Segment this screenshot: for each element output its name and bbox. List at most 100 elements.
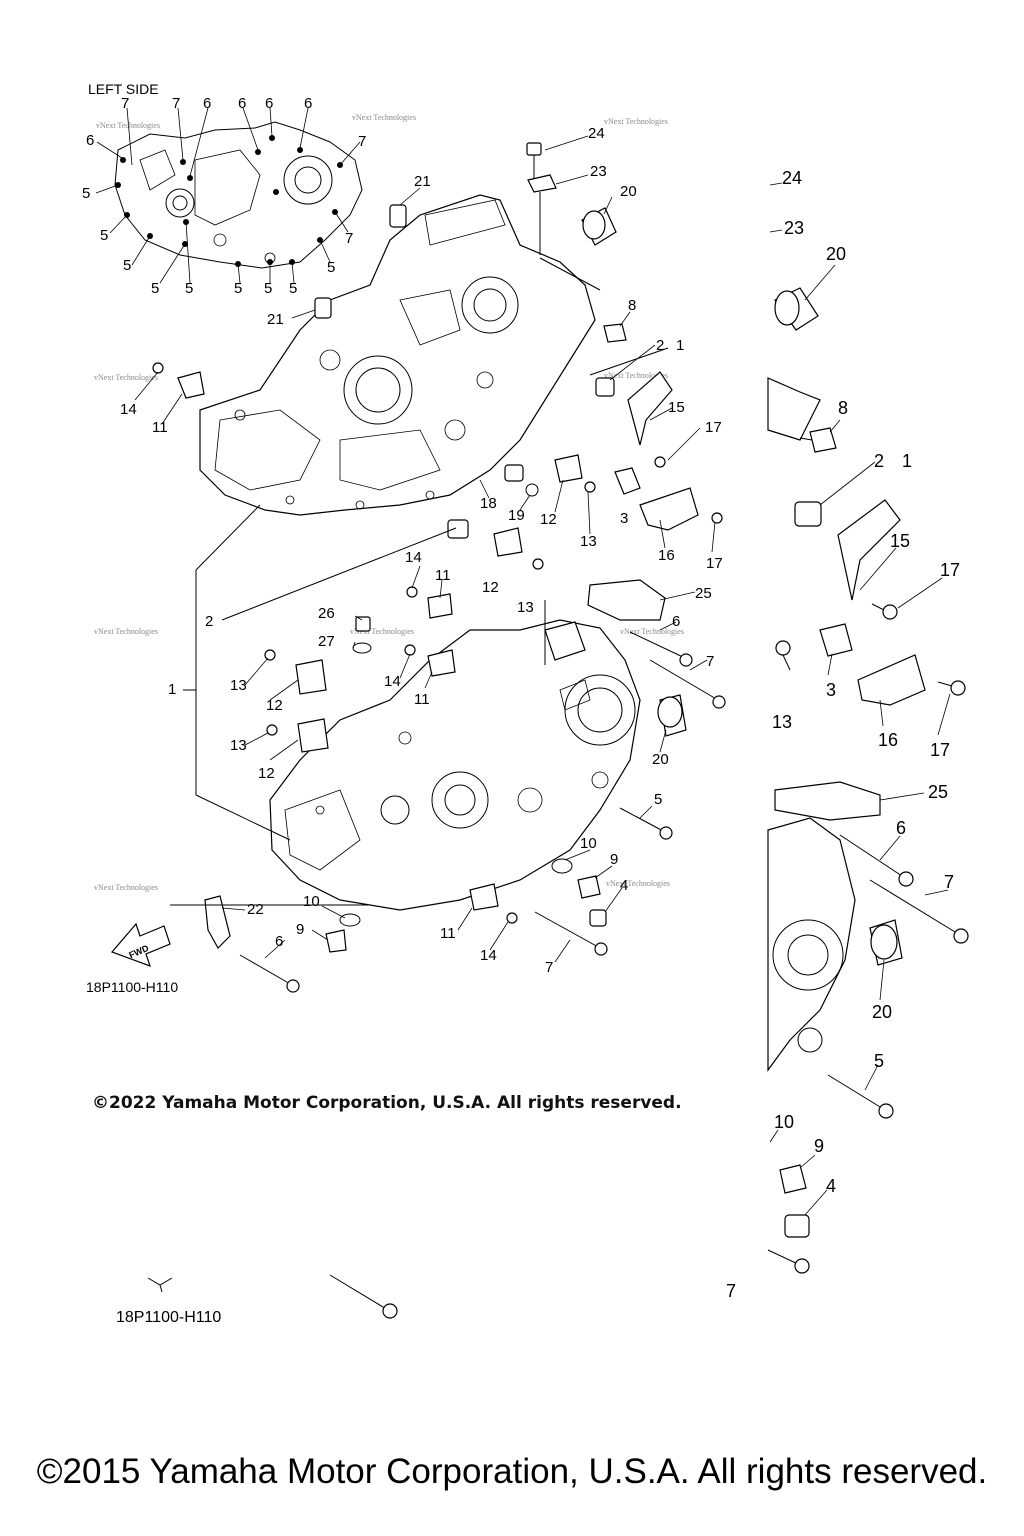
callout-4: 4 xyxy=(620,877,628,894)
reference-code: 18P1100-H110 xyxy=(86,979,178,995)
svg-text:25: 25 xyxy=(928,782,948,802)
callout-9b: 9 xyxy=(296,921,304,938)
callout-20b: 20 xyxy=(652,751,669,768)
callout-5: 5 xyxy=(654,791,662,808)
callout-25: 25 xyxy=(695,585,712,602)
svg-text:7: 7 xyxy=(121,95,129,112)
callout-10: 10 xyxy=(580,835,597,852)
callout-1: 1 xyxy=(676,337,684,354)
svg-text:5: 5 xyxy=(234,280,242,297)
callout-21: 21 xyxy=(414,173,431,190)
small-parts xyxy=(152,142,726,993)
svg-text:vNext Technologies: vNext Technologies xyxy=(606,879,670,888)
callout-9: 9 xyxy=(610,851,618,868)
svg-text:20: 20 xyxy=(826,244,846,264)
right-crop-leaders xyxy=(769,182,951,1216)
callout-12b: 12 xyxy=(482,579,499,596)
svg-text:vNext Technologies: vNext Technologies xyxy=(620,627,684,636)
callout-11: 11 xyxy=(152,419,168,436)
left-side-label: LEFT SIDE xyxy=(88,81,159,97)
callout-16: 16 xyxy=(658,547,675,564)
callout-26: 26 xyxy=(318,605,335,622)
callout-13b: 13 xyxy=(517,599,534,616)
assembly-lines xyxy=(170,257,669,906)
svg-text:vNext Technologies: vNext Technologies xyxy=(94,627,158,636)
callout-17: 17 xyxy=(705,419,722,436)
callout-7b: 7 xyxy=(545,959,553,976)
svg-text:7: 7 xyxy=(358,133,366,150)
callout-11b: 11 xyxy=(435,567,451,584)
svg-text:7: 7 xyxy=(172,95,180,112)
svg-text:6: 6 xyxy=(304,95,312,112)
svg-text:3: 3 xyxy=(826,680,836,700)
callout-11d: 11 xyxy=(440,925,456,942)
svg-text:17: 17 xyxy=(930,740,950,760)
svg-text:23: 23 xyxy=(784,218,804,238)
svg-text:7: 7 xyxy=(726,1281,736,1301)
svg-text:7: 7 xyxy=(944,872,954,892)
callout-6: 6 xyxy=(672,613,680,630)
callout-23: 23 xyxy=(590,163,607,180)
callout-27: 27 xyxy=(318,633,335,650)
callout-14c: 14 xyxy=(384,673,401,690)
svg-text:9: 9 xyxy=(814,1136,824,1156)
svg-text:6: 6 xyxy=(265,95,273,112)
callout-14: 14 xyxy=(120,401,137,418)
callout-2b: 2 xyxy=(205,613,213,630)
right-crop-callouts: 24 23 20 8 2 1 15 17 3 13 16 17 25 6 7 2… xyxy=(726,168,960,1301)
upper-crankcase xyxy=(199,194,596,516)
callout-3: 3 xyxy=(620,510,628,527)
svg-text:1: 1 xyxy=(902,451,912,471)
svg-text:20: 20 xyxy=(872,1002,892,1022)
callout-20: 20 xyxy=(620,183,637,200)
callout-24: 24 xyxy=(588,125,605,142)
svg-text:24: 24 xyxy=(782,168,802,188)
svg-text:5: 5 xyxy=(100,227,108,244)
part-callouts: 24 23 21 20 8 2 1 21 14 11 15 17 3 18 19… xyxy=(120,125,723,976)
callout-12c: 12 xyxy=(266,697,283,714)
svg-text:13: 13 xyxy=(772,712,792,732)
leaders xyxy=(134,135,716,963)
svg-text:17: 17 xyxy=(940,560,960,580)
svg-text:5: 5 xyxy=(264,280,272,297)
fwd-arrow-icon: FWD xyxy=(110,922,171,967)
callout-13d: 13 xyxy=(230,737,247,754)
callout-2: 2 xyxy=(656,337,664,354)
callout-10b: 10 xyxy=(303,893,320,910)
svg-text:6: 6 xyxy=(238,95,246,112)
svg-text:6: 6 xyxy=(896,818,906,838)
callout-19: 19 xyxy=(508,507,525,524)
callout-7: 7 xyxy=(706,653,714,670)
svg-text:vNext Technologies: vNext Technologies xyxy=(350,627,414,636)
svg-text:5: 5 xyxy=(151,280,159,297)
svg-text:vNext Technologies: vNext Technologies xyxy=(96,121,160,130)
svg-text:vNext Technologies: vNext Technologies xyxy=(604,117,668,126)
callout-15: 15 xyxy=(668,399,685,416)
svg-text:vNext Technologies: vNext Technologies xyxy=(94,373,158,382)
callout-14d: 14 xyxy=(480,947,497,964)
callout-13: 13 xyxy=(580,533,597,550)
callout-21b: 21 xyxy=(267,311,284,328)
callout-13c: 13 xyxy=(230,677,247,694)
svg-text:5: 5 xyxy=(123,257,131,274)
svg-text:8: 8 xyxy=(838,398,848,418)
left-side-inset: LEFT SIDE xyxy=(82,81,366,297)
svg-text:16: 16 xyxy=(878,730,898,750)
svg-text:5: 5 xyxy=(874,1051,884,1071)
svg-text:vNext Technologies: vNext Technologies xyxy=(352,113,416,122)
callout-8: 8 xyxy=(628,297,636,314)
svg-text:2: 2 xyxy=(874,451,884,471)
svg-text:5: 5 xyxy=(327,259,335,276)
copyright-2015: ©2015 Yamaha Motor Corporation, U.S.A. A… xyxy=(36,1452,988,1491)
callout-12: 12 xyxy=(540,511,557,528)
svg-text:10: 10 xyxy=(774,1112,794,1132)
right-crop xyxy=(147,287,969,1319)
callout-12d: 12 xyxy=(258,765,275,782)
svg-text:5: 5 xyxy=(82,185,90,202)
svg-text:7: 7 xyxy=(345,230,353,247)
reference-code-duplicate: 18P1100-H110 xyxy=(116,1309,221,1326)
svg-text:5: 5 xyxy=(289,280,297,297)
callout-17b: 17 xyxy=(706,555,723,572)
svg-text:15: 15 xyxy=(890,531,910,551)
